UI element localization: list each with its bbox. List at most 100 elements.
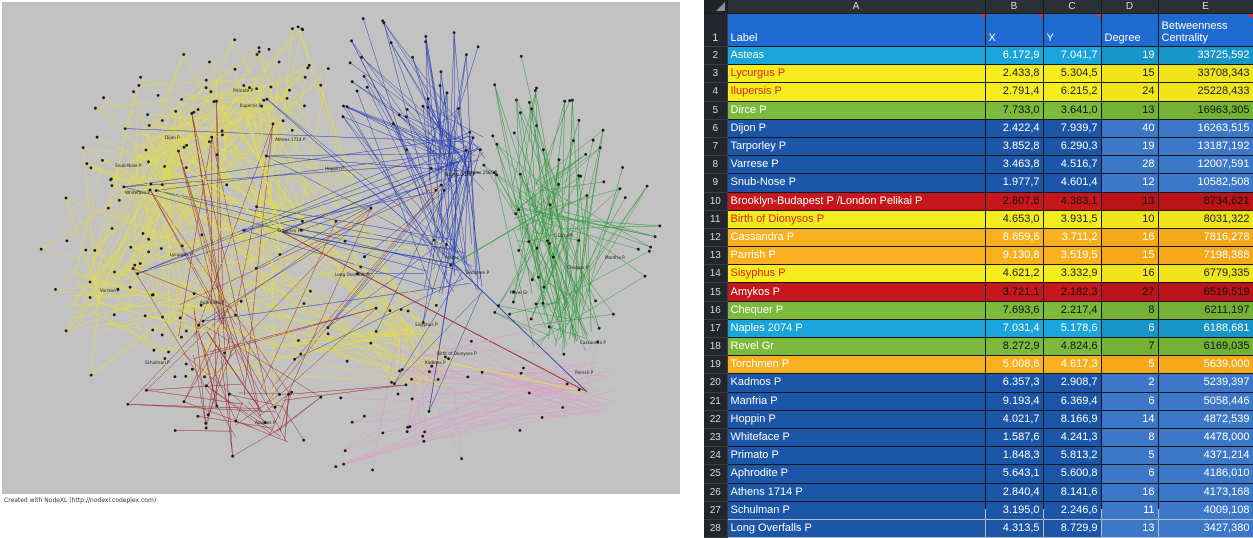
cell-label[interactable]: Aphrodite P — [727, 465, 985, 483]
row-number[interactable]: 17 — [704, 319, 727, 337]
row-number[interactable]: 16 — [704, 301, 727, 319]
column-header-b[interactable]: B — [985, 0, 1043, 14]
row-number[interactable]: 27 — [704, 501, 727, 519]
cell-degree[interactable]: 5 — [1101, 356, 1158, 374]
cell-x[interactable]: 7.031,4 — [985, 319, 1043, 337]
cell-betweenness[interactable]: 4173,168 — [1158, 483, 1253, 501]
header-degree[interactable]: Degree — [1101, 14, 1158, 47]
cell-y[interactable]: 8.729,9 — [1043, 519, 1101, 537]
cell-degree[interactable]: 24 — [1101, 83, 1158, 101]
header-betweenness[interactable]: Betweenness Centrality — [1158, 14, 1253, 47]
cell-x[interactable]: 5.643,1 — [985, 465, 1043, 483]
cell-y[interactable]: 7.939,7 — [1043, 119, 1101, 137]
cell-x[interactable]: 9.193,4 — [985, 392, 1043, 410]
cell-label[interactable]: Torchmen P — [727, 356, 985, 374]
cell-y[interactable]: 4.241,3 — [1043, 428, 1101, 446]
row-number[interactable]: 23 — [704, 428, 727, 446]
header-y[interactable]: Y — [1043, 14, 1101, 47]
cell-betweenness[interactable]: 6779,335 — [1158, 265, 1253, 283]
cell-y[interactable]: 3.931,5 — [1043, 210, 1101, 228]
cell-x[interactable]: 5.008,6 — [985, 356, 1043, 374]
cell-degree[interactable]: 16 — [1101, 483, 1158, 501]
cell-degree[interactable]: 19 — [1101, 137, 1158, 155]
row-number[interactable]: 20 — [704, 374, 727, 392]
cell-degree[interactable]: 10 — [1101, 210, 1158, 228]
cell-y[interactable]: 4.383,1 — [1043, 192, 1101, 210]
cell-label[interactable]: Asteas — [727, 47, 985, 65]
cell-label[interactable]: Brooklyn-Budapest P /London Pelikai P — [727, 192, 985, 210]
cell-label[interactable]: Amykos P — [727, 283, 985, 301]
cell-y[interactable]: 7.041,7 — [1043, 47, 1101, 65]
cell-betweenness[interactable]: 6188,681 — [1158, 319, 1253, 337]
cell-degree[interactable]: 15 — [1101, 247, 1158, 265]
cell-label[interactable]: Ilupersis P — [727, 83, 985, 101]
cell-betweenness[interactable]: 6169,035 — [1158, 338, 1253, 356]
cell-betweenness[interactable]: 13187,192 — [1158, 137, 1253, 155]
cell-degree[interactable]: 6 — [1101, 319, 1158, 337]
cell-x[interactable]: 1.977,7 — [985, 174, 1043, 192]
cell-x[interactable]: 8.272,9 — [985, 338, 1043, 356]
cell-y[interactable]: 8.141,6 — [1043, 483, 1101, 501]
row-number[interactable]: 18 — [704, 338, 727, 356]
cell-label[interactable]: Birth of Dionysos P — [727, 210, 985, 228]
cell-x[interactable]: 4.653,0 — [985, 210, 1043, 228]
cell-y[interactable]: 4.824,6 — [1043, 338, 1101, 356]
cell-betweenness[interactable]: 5639,000 — [1158, 356, 1253, 374]
cell-label[interactable]: Cassandra P — [727, 228, 985, 246]
cell-x[interactable]: 2.807,6 — [985, 192, 1043, 210]
cell-y[interactable]: 2.908,7 — [1043, 374, 1101, 392]
row-number[interactable]: 22 — [704, 410, 727, 428]
cell-y[interactable]: 3.711,2 — [1043, 228, 1101, 246]
cell-degree[interactable]: 6 — [1101, 392, 1158, 410]
cell-x[interactable]: 4.313,5 — [985, 519, 1043, 537]
cell-y[interactable]: 3.519,5 — [1043, 247, 1101, 265]
cell-degree[interactable]: 27 — [1101, 283, 1158, 301]
cell-degree[interactable]: 13 — [1101, 101, 1158, 119]
cell-x[interactable]: 8.659,6 — [985, 228, 1043, 246]
cell-betweenness[interactable]: 16963,305 — [1158, 101, 1253, 119]
column-header-a[interactable]: A — [727, 0, 985, 14]
cell-y[interactable]: 6.290,3 — [1043, 137, 1101, 155]
cell-betweenness[interactable]: 3427,380 — [1158, 519, 1253, 537]
cell-x[interactable]: 2.791,4 — [985, 83, 1043, 101]
cell-label[interactable]: Dijon P — [727, 119, 985, 137]
cell-degree[interactable]: 13 — [1101, 519, 1158, 537]
row-number[interactable]: 25 — [704, 465, 727, 483]
cell-y[interactable]: 4.601,4 — [1043, 174, 1101, 192]
cell-y[interactable]: 2.217,4 — [1043, 301, 1101, 319]
cell-degree[interactable]: 11 — [1101, 501, 1158, 519]
cell-betweenness[interactable]: 4186,010 — [1158, 465, 1253, 483]
header-label[interactable]: Label — [727, 14, 985, 47]
cell-betweenness[interactable]: 6211,197 — [1158, 301, 1253, 319]
cell-betweenness[interactable]: 4371,214 — [1158, 447, 1253, 465]
row-number[interactable]: 21 — [704, 392, 727, 410]
cell-y[interactable]: 5.304,5 — [1043, 65, 1101, 83]
select-all-corner[interactable] — [704, 0, 727, 14]
cell-label[interactable]: Tarporley P — [727, 137, 985, 155]
cell-betweenness[interactable]: 5058,446 — [1158, 392, 1253, 410]
cell-label[interactable]: Athens 1714 P — [727, 483, 985, 501]
column-header-c[interactable]: C — [1043, 0, 1101, 14]
cell-x[interactable]: 3.721,1 — [985, 283, 1043, 301]
cell-x[interactable]: 6.357,3 — [985, 374, 1043, 392]
cell-y[interactable]: 2.182,3 — [1043, 283, 1101, 301]
cell-x[interactable]: 2.840,4 — [985, 483, 1043, 501]
cell-betweenness[interactable]: 33725,592 — [1158, 47, 1253, 65]
cell-degree[interactable]: 16 — [1101, 265, 1158, 283]
cell-label[interactable]: Lycurgus P — [727, 65, 985, 83]
cell-betweenness[interactable]: 16263,515 — [1158, 119, 1253, 137]
cell-x[interactable]: 3.195,0 — [985, 501, 1043, 519]
cell-x[interactable]: 4.621,2 — [985, 265, 1043, 283]
cell-degree[interactable]: 6 — [1101, 465, 1158, 483]
cell-betweenness[interactable]: 4872,539 — [1158, 410, 1253, 428]
cell-label[interactable]: Parrish P — [727, 247, 985, 265]
cell-x[interactable]: 3.852,8 — [985, 137, 1043, 155]
cell-degree[interactable]: 7 — [1101, 338, 1158, 356]
cell-betweenness[interactable]: 5239,397 — [1158, 374, 1253, 392]
cell-x[interactable]: 1.848,3 — [985, 447, 1043, 465]
cell-label[interactable]: Varrese P — [727, 156, 985, 174]
row-number[interactable]: 14 — [704, 265, 727, 283]
cell-betweenness[interactable]: 8734,621 — [1158, 192, 1253, 210]
cell-degree[interactable]: 19 — [1101, 47, 1158, 65]
row-number[interactable]: 6 — [704, 119, 727, 137]
